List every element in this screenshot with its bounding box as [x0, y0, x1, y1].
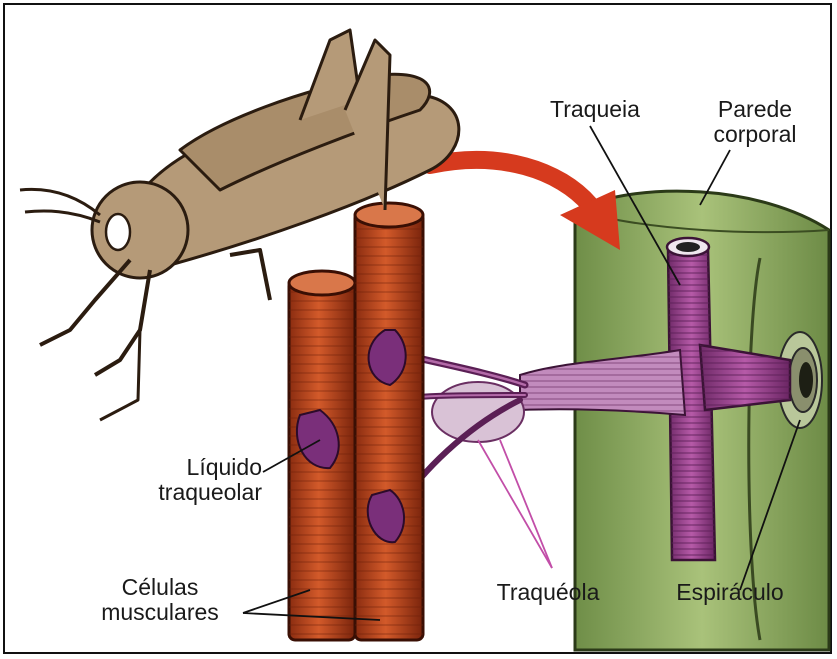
- label-liquido-line1: Líquido: [100, 455, 262, 480]
- label-celulas-line1: Células: [80, 575, 240, 600]
- label-liquido-traqueolar: Líquido traqueolar: [100, 455, 262, 505]
- label-parede-corporal: Parede corporal: [690, 97, 820, 147]
- label-parede-line2: corporal: [690, 122, 820, 147]
- muscle-cells: [289, 203, 423, 640]
- label-parede-line1: Parede: [690, 97, 820, 122]
- label-celulas-line2: musculares: [80, 600, 240, 625]
- label-traqueola: Traquéola: [478, 580, 618, 605]
- label-traqueia: Traqueia: [535, 97, 655, 122]
- label-espiraculo: Espiráculo: [650, 580, 810, 605]
- label-liquido-line2: traqueolar: [100, 480, 262, 505]
- label-celulas-musculares: Células musculares: [80, 575, 240, 625]
